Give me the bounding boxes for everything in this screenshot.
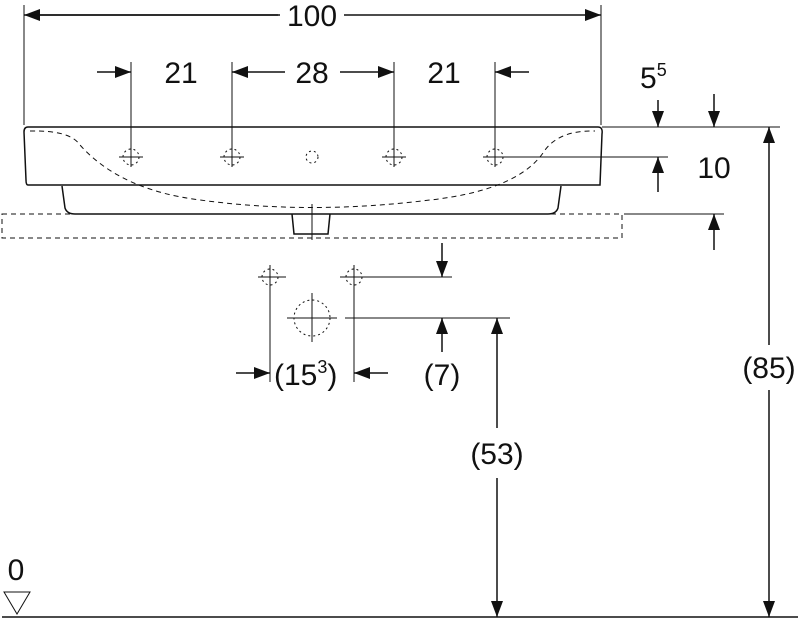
hole-spacing-dimensions: 21 28 21 xyxy=(97,57,529,155)
rim-thickness-sup: 5 xyxy=(657,60,667,80)
overall-width-label: 100 xyxy=(287,0,337,33)
drain-spacing-sup: 3 xyxy=(317,357,327,377)
drain-spacing-prefix: (15 xyxy=(274,359,317,392)
rim-thickness-base: 5 xyxy=(640,62,657,95)
rim-thickness-label: 55 xyxy=(640,60,667,95)
hole-spacing-left-label: 21 xyxy=(164,57,197,90)
drain-to-floor-dimension: (53) xyxy=(470,318,524,617)
rim-to-floor-dimension: (85) xyxy=(742,127,796,617)
rim-to-hole-label: 10 xyxy=(697,152,730,185)
drain-fixing-holes: (153) (7) xyxy=(236,243,510,392)
drain-spacing-suffix: ) xyxy=(327,359,337,392)
drain-to-floor-label: (53) xyxy=(470,438,523,471)
mounting-outline xyxy=(1,213,623,239)
washbasin-body xyxy=(23,126,603,240)
drain-height-label: (7) xyxy=(424,359,461,392)
rim-dimensions: 55 10 xyxy=(505,60,780,250)
hole-spacing-right-label: 21 xyxy=(427,57,460,90)
tap-hole-marks xyxy=(119,147,507,167)
hole-spacing-middle-label: 28 xyxy=(295,57,328,90)
floor-level-label: 0 xyxy=(8,554,25,587)
drain-spacing-label: (153) xyxy=(274,357,337,392)
rim-to-floor-label: (85) xyxy=(742,352,795,385)
floor-level: 0 xyxy=(2,554,798,618)
overall-width-dimension: 100 xyxy=(23,0,602,125)
